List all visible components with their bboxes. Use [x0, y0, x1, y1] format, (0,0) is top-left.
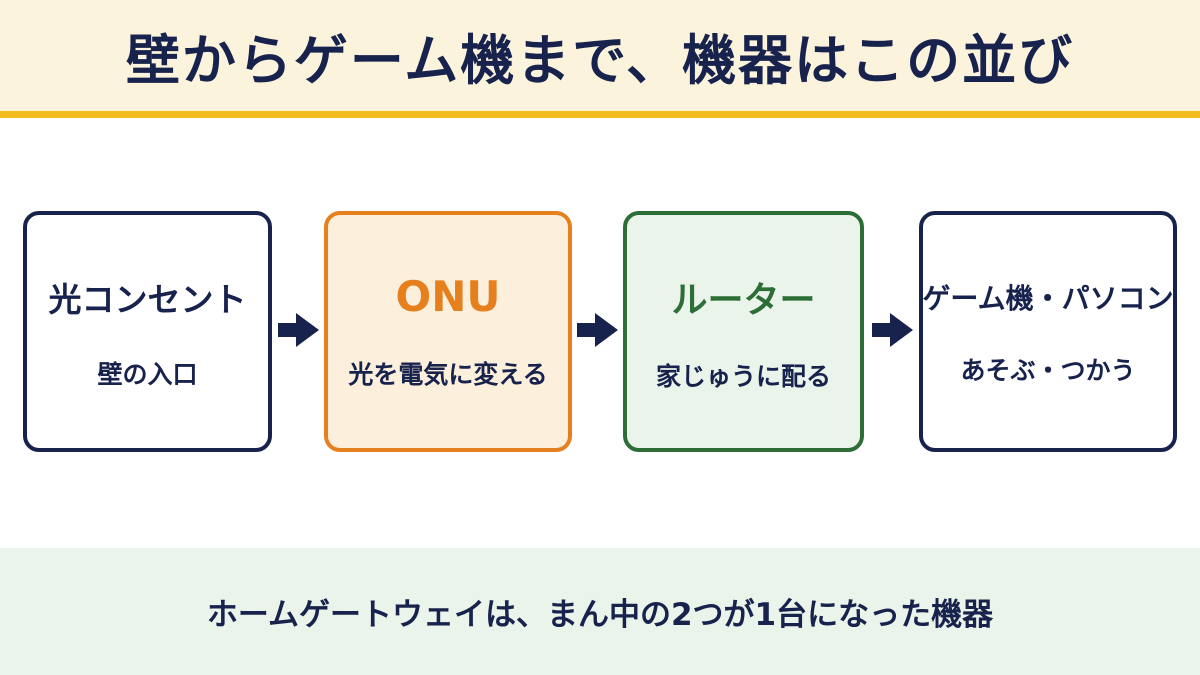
step-subtitle: あそぶ・つかう [960, 355, 1136, 385]
header-banner: 壁からゲーム機まで、機器はこの並び [0, 0, 1200, 118]
step-subtitle: 家じゅうに配る [655, 361, 831, 391]
step-title: ONU [395, 272, 501, 321]
step-title: ゲーム機・パソコン [922, 281, 1174, 315]
right-arrow-icon [872, 313, 913, 347]
right-arrow-icon [278, 313, 319, 347]
right-arrow-icon [577, 313, 618, 347]
step-title: ルーター [671, 279, 816, 321]
step-box-router: ルーター 家じゅうに配る [623, 211, 864, 452]
step-title: 光コンセント [48, 279, 247, 319]
footer-note-banner: ホームゲートウェイは、まん中の2つが1台になった機器 [0, 548, 1200, 675]
step-box-game-pc: ゲーム機・パソコン あそぶ・つかう [919, 211, 1177, 452]
step-box-optical-outlet: 光コンセント 壁の入口 [23, 211, 272, 452]
footer-note: ホームゲートウェイは、まん中の2つが1台になった機器 [206, 597, 994, 633]
step-box-onu: ONU 光を電気に変える [324, 211, 572, 452]
page-title: 壁からゲーム機まで、機器はこの並び [125, 29, 1075, 92]
step-subtitle: 壁の入口 [97, 359, 198, 389]
step-subtitle: 光を電気に変える [348, 360, 548, 389]
